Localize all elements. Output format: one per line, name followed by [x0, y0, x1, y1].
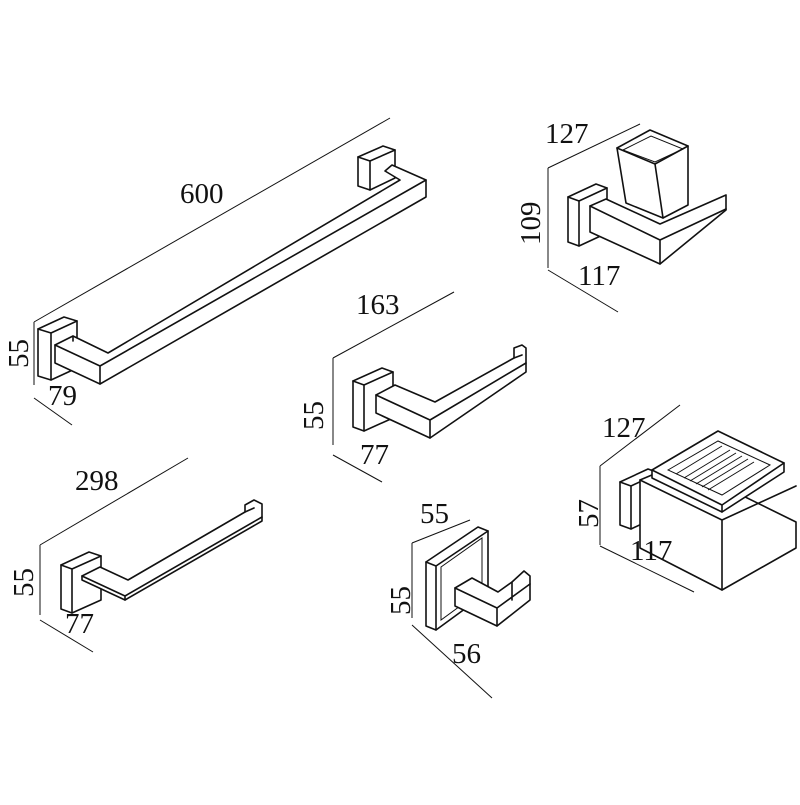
roll-holder-height-label: 55	[298, 401, 330, 430]
soap-dish-depth-label: 117	[630, 535, 672, 567]
ring-bar-depth-label: 77	[65, 608, 94, 640]
roll-holder-width-label: 163	[356, 289, 400, 321]
tumbler-holder-drawing: 127 109 117	[515, 118, 727, 313]
soap-dish-height-label: 57	[573, 499, 605, 528]
soap-dish-drawing: 127 57 117	[573, 404, 797, 593]
ring-bar-width-label: 298	[75, 465, 119, 497]
ring-bar-height-label: 55	[8, 568, 40, 597]
towel-bar-drawing: 600 55 79	[3, 117, 427, 426]
tumbler-height-label: 109	[515, 202, 547, 246]
towel-bar-length-label: 600	[180, 178, 224, 210]
soap-dish-width-label: 127	[602, 412, 646, 444]
tumbler-width-label: 127	[545, 118, 589, 150]
towel-bar-depth-label: 79	[48, 380, 77, 412]
roll-holder-depth-label: 77	[360, 439, 389, 471]
robe-hook-depth-label: 56	[452, 638, 481, 670]
robe-hook-width-label: 55	[420, 498, 449, 530]
towel-bar-height-label: 55	[3, 339, 35, 368]
robe-hook-height-label: 55	[385, 586, 417, 615]
towel-ring-bar-drawing: 298 55 77	[8, 457, 263, 653]
toilet-roll-holder-drawing: 163 55 77	[298, 289, 527, 483]
robe-hook-drawing: 55 55 56	[385, 498, 531, 699]
tumbler-depth-label: 117	[578, 260, 620, 292]
